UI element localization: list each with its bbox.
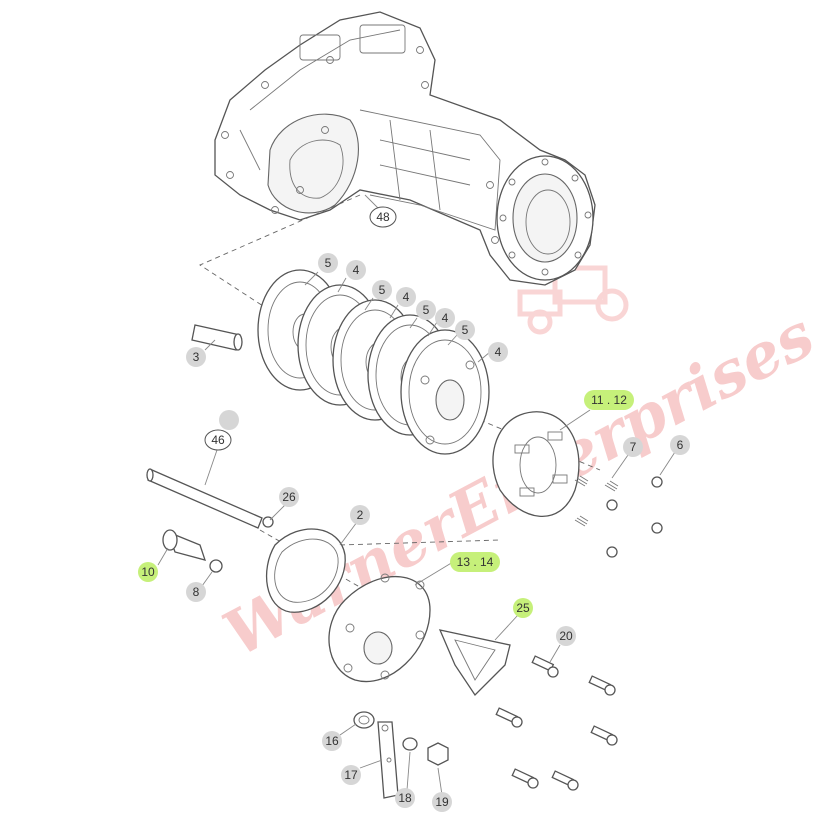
callout-48[interactable]: 48 — [369, 206, 397, 228]
callout-blank[interactable] — [219, 410, 239, 430]
fitting — [162, 529, 206, 561]
callout-5[interactable]: 5 — [455, 320, 475, 340]
seal — [353, 711, 375, 729]
callout-4[interactable]: 4 — [488, 342, 508, 362]
callout-17[interactable]: 17 — [341, 765, 361, 785]
clutch-disc — [400, 329, 490, 455]
svg-text:4: 4 — [353, 263, 360, 277]
svg-text:13 . 14: 13 . 14 — [457, 555, 494, 569]
svg-text:5: 5 — [379, 283, 386, 297]
callout-16[interactable]: 16 — [322, 731, 342, 751]
svg-text:4: 4 — [442, 311, 449, 325]
nut — [427, 742, 449, 766]
leader-lines — [157, 194, 676, 796]
callout-3[interactable]: 3 — [186, 347, 206, 367]
callout-2[interactable]: 2 — [350, 505, 370, 525]
svg-text:5: 5 — [325, 256, 332, 270]
callout-5[interactable]: 5 — [372, 280, 392, 300]
svg-text:11 . 12: 11 . 12 — [591, 393, 627, 407]
svg-text:17: 17 — [344, 768, 358, 782]
svg-text:6: 6 — [677, 438, 684, 452]
clutch-pack — [257, 269, 490, 455]
shaft — [146, 468, 263, 529]
callouts: 48 5 4 5 4 5 4 5 — [138, 206, 690, 812]
callout-20[interactable]: 20 — [556, 626, 576, 646]
callout-7[interactable]: 7 — [623, 437, 643, 457]
svg-text:25: 25 — [516, 601, 530, 615]
callout-18[interactable]: 18 — [395, 788, 415, 808]
callout-10[interactable]: 10 — [138, 562, 158, 582]
cover — [328, 573, 431, 683]
svg-text:26: 26 — [282, 490, 296, 504]
callout-8[interactable]: 8 — [186, 582, 206, 602]
callout-4[interactable]: 4 — [346, 260, 366, 280]
svg-text:48: 48 — [376, 210, 390, 224]
gasket — [265, 528, 346, 613]
svg-text:10: 10 — [141, 565, 155, 579]
svg-text:18: 18 — [398, 791, 412, 805]
pin — [191, 324, 243, 351]
callout-6[interactable]: 6 — [670, 435, 690, 455]
bolt-set — [495, 655, 618, 791]
callout-13-14[interactable]: 13 . 14 — [450, 552, 500, 572]
svg-text:4: 4 — [495, 345, 502, 359]
callout-4[interactable]: 4 — [396, 287, 416, 307]
callout-46[interactable]: 46 — [204, 429, 232, 451]
callout-26[interactable]: 26 — [279, 487, 299, 507]
svg-text:5: 5 — [423, 303, 430, 317]
o-ring — [209, 559, 223, 573]
tractor-logo-icon — [517, 265, 629, 335]
svg-text:2: 2 — [357, 508, 364, 522]
svg-text:3: 3 — [193, 350, 200, 364]
callout-25[interactable]: 25 — [513, 598, 533, 618]
svg-text:8: 8 — [193, 585, 200, 599]
pressure-plate — [492, 411, 580, 518]
bracket — [438, 629, 511, 697]
svg-text:16: 16 — [325, 734, 339, 748]
washer — [402, 737, 418, 751]
callout-5[interactable]: 5 — [318, 253, 338, 273]
svg-text:19: 19 — [435, 795, 449, 809]
svg-text:5: 5 — [462, 323, 469, 337]
callout-11-12[interactable]: 11 . 12 — [584, 390, 634, 410]
callout-5[interactable]: 5 — [416, 300, 436, 320]
transmission-housing — [214, 11, 596, 286]
svg-text:4: 4 — [403, 290, 410, 304]
spring-set — [574, 475, 619, 527]
svg-text:46: 46 — [211, 433, 225, 447]
svg-text:7: 7 — [630, 440, 637, 454]
callout-4[interactable]: 4 — [435, 308, 455, 328]
callout-19[interactable]: 19 — [432, 792, 452, 812]
ball-set — [606, 476, 663, 558]
svg-text:20: 20 — [559, 629, 573, 643]
